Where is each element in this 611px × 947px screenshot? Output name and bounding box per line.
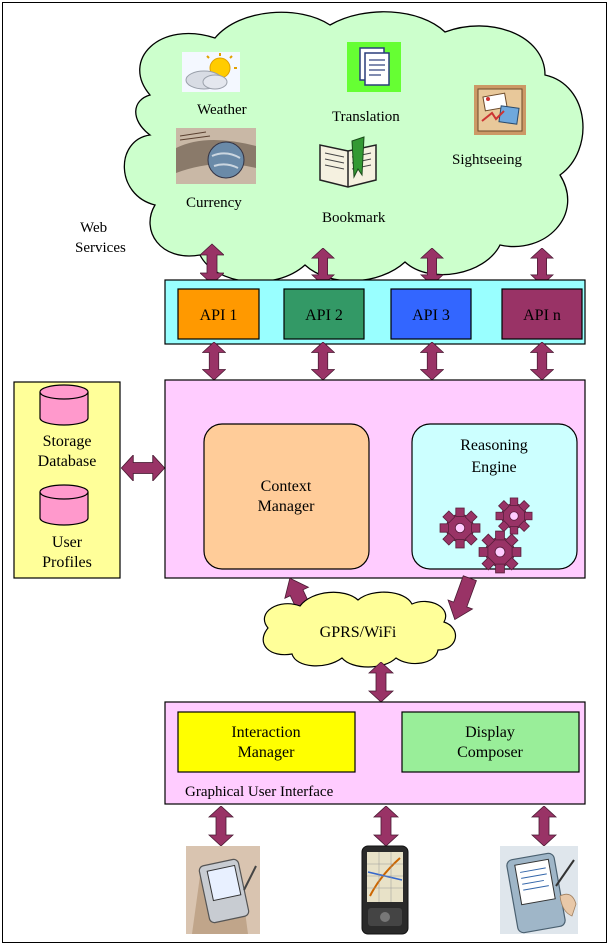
api-box-3: API 3 [390, 288, 472, 340]
display-composer-label-line2: Composer [457, 744, 523, 761]
api-2-label: API 2 [305, 307, 343, 324]
currency-label: Currency [186, 195, 242, 211]
smartphone-device-icon [361, 845, 409, 935]
currency-icon [176, 128, 256, 184]
arrow-network-gui [368, 662, 394, 702]
arrow-api3-core [420, 342, 444, 380]
api-1-label: API 1 [200, 307, 238, 324]
display-composer-label-line1: Display [465, 724, 515, 741]
profiles-cylinder-icon [39, 484, 89, 526]
sightseeing-label: Sightseeing [452, 152, 522, 168]
interaction-manager-label-line1: Interaction [231, 724, 300, 741]
gui-label: Graphical User Interface [185, 784, 334, 800]
context-manager-label-line1: Context [261, 478, 312, 495]
arrow-gui-device2 [373, 806, 399, 846]
reasoning-engine-label-line1: Reasoning [460, 437, 528, 454]
weather-label: Weather [197, 102, 247, 118]
api-n-label: API n [523, 307, 561, 324]
network-label: GPRS/WiFi [320, 624, 397, 641]
arrow-gui-device3 [531, 806, 557, 846]
api-box-n: API n [501, 288, 583, 340]
context-manager-label-line2: Manager [258, 498, 316, 515]
arrow-apin-core [530, 342, 554, 380]
display-composer-box: Display Composer [401, 711, 580, 773]
context-manager-box: Context Manager [203, 423, 370, 570]
arrow-storage-core [121, 455, 165, 481]
translation-label: Translation [332, 109, 400, 125]
network-cloud: GPRS/WiFi [262, 591, 456, 668]
arrow-gui-device1 [208, 806, 234, 846]
web-services-label-line2: Services [75, 240, 126, 256]
user-profiles-label-line1: User [52, 534, 83, 551]
arrow-core-network-right [447, 575, 477, 621]
weather-icon [182, 52, 240, 92]
interaction-manager-label-line2: Manager [238, 744, 296, 761]
api-box-2: API 2 [283, 288, 365, 340]
database-cylinder-icon [39, 384, 89, 426]
storage-database-label-line2: Database [38, 453, 97, 470]
api-3-label: API 3 [412, 307, 450, 324]
pocketpc-device-icon [500, 846, 578, 934]
arrow-api2-core [311, 342, 335, 380]
sightseeing-icon [474, 85, 526, 135]
web-services-label-line1: Web [80, 220, 107, 236]
storage-database-label-line1: Storage [43, 433, 92, 450]
reasoning-engine-box: Reasoning Engine [411, 423, 578, 574]
api-box-1: API 1 [177, 288, 260, 340]
storage-panel: Storage Database User Profiles [13, 381, 121, 579]
arrow-api1-core [202, 342, 226, 380]
book-icon [319, 136, 377, 188]
pda-device-icon [186, 846, 260, 934]
interaction-manager-box: Interaction Manager [177, 711, 356, 773]
user-profiles-label-line2: Profiles [42, 554, 92, 571]
reasoning-engine-label-line2: Engine [471, 459, 516, 476]
document-icon [347, 42, 401, 92]
bookmark-label: Bookmark [322, 210, 386, 226]
